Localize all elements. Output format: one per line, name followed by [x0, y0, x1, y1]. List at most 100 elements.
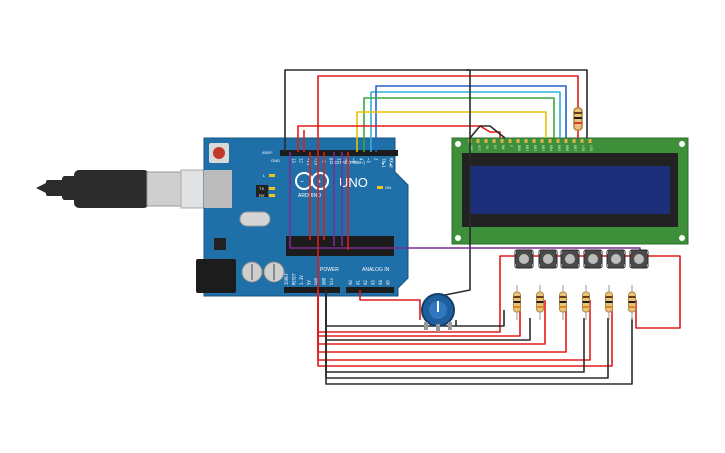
power-pin-label: GND	[322, 277, 327, 285]
usb-cable-icon[interactable]	[36, 169, 224, 209]
resistor-icon	[582, 285, 590, 320]
digital-pin-label: RX◀0	[389, 158, 394, 168]
push-button-icon[interactable]	[583, 249, 603, 269]
lcd-pin-label: DB4	[549, 145, 553, 151]
aref-label: AREF	[262, 150, 273, 155]
lcd-pin[interactable]	[524, 139, 528, 143]
wire-green[interactable]	[363, 97, 555, 152]
push-button-icon[interactable]	[538, 249, 558, 269]
digital-pin-label: TX▶1	[381, 158, 386, 168]
lcd-pin[interactable]	[516, 139, 520, 143]
wire-red-bottom-1[interactable]	[317, 290, 521, 337]
digital-pin-label: ~3	[366, 158, 371, 163]
lcd-pin-label: RS	[493, 145, 497, 149]
power-pin-label: Vin	[329, 277, 334, 285]
resistor-row	[513, 285, 636, 320]
lcd-pin-label: LED	[581, 145, 585, 151]
power-pin-label: RESET	[292, 272, 297, 285]
lcd-pin-label: DB0	[517, 145, 521, 151]
wire-yellow[interactable]	[356, 111, 547, 152]
lcd-pin[interactable]	[540, 139, 544, 143]
analog-pin-label: A2	[363, 280, 368, 285]
digital-pin-label: 13	[291, 158, 296, 163]
crystal	[239, 211, 271, 227]
reset-button-cap[interactable]	[213, 147, 225, 159]
analog-label: ANALOG IN	[362, 267, 390, 273]
wire-red-top[interactable]	[317, 75, 579, 290]
lcd-pin[interactable]	[588, 139, 592, 143]
mount-hole	[455, 235, 461, 241]
lcd-pin[interactable]	[500, 139, 504, 143]
resistor-icon	[513, 285, 521, 320]
lcd-pin[interactable]	[476, 139, 480, 143]
power-pin-label: 5V	[307, 280, 312, 285]
l-label: L	[263, 173, 266, 178]
mount-hole	[679, 235, 685, 241]
lcd-pin[interactable]	[580, 139, 584, 143]
gnd-label: GND	[271, 158, 280, 163]
digital-pin-label: 2	[374, 158, 379, 161]
lcd-pin[interactable]	[572, 139, 576, 143]
resistor-icon	[573, 107, 583, 131]
power-label: POWER	[320, 267, 339, 273]
regulator	[214, 238, 226, 250]
potentiometer-icon[interactable]	[421, 293, 455, 332]
wire-cyan[interactable]	[375, 85, 567, 152]
analog-header[interactable]	[346, 287, 394, 293]
push-button-icon[interactable]	[560, 249, 580, 269]
power-pin-label: 3.3V	[299, 275, 304, 285]
mount-hole	[679, 141, 685, 147]
lcd-pin[interactable]	[564, 139, 568, 143]
wire-black-bottom-5[interactable]	[325, 290, 531, 341]
power-jack	[196, 259, 236, 293]
lcd-pin-label: V0	[485, 145, 489, 149]
wire-red-bottom-5[interactable]	[317, 290, 613, 367]
lcd-pin[interactable]	[484, 139, 488, 143]
analog-pin-label: A3	[371, 280, 376, 285]
atmega-chip	[286, 236, 394, 256]
wire-black-lcd[interactable]	[469, 125, 506, 139]
digital-pin-label: 8	[329, 158, 334, 161]
digital-pin-label: ~11	[306, 158, 311, 166]
svg-text:−: −	[300, 179, 304, 186]
wire-red-pot[interactable]	[359, 290, 421, 320]
lcd-pin[interactable]	[532, 139, 536, 143]
svg-text:+: +	[317, 179, 321, 186]
resistor-icon	[559, 285, 567, 320]
lcd-pin-label: RW	[501, 145, 505, 150]
tx-label: TX	[259, 186, 264, 191]
board-model: UNO	[339, 175, 368, 190]
lcd-pin[interactable]	[556, 139, 560, 143]
push-button-icon[interactable]	[514, 249, 534, 269]
analog-pin-label: A0	[348, 280, 353, 285]
lcd-pin[interactable]	[508, 139, 512, 143]
led-on	[377, 186, 383, 189]
wire-black-right[interactable]	[439, 69, 471, 297]
digital-pin-label: 4	[359, 158, 364, 161]
wire-red-bottom-4[interactable]	[317, 290, 591, 361]
push-button-icon[interactable]	[629, 249, 649, 269]
push-button-icon[interactable]	[606, 249, 626, 269]
lcd-pin-label: E	[509, 145, 513, 147]
wire-black-top[interactable]	[284, 69, 588, 152]
digital-pin-label: ~10	[314, 158, 319, 166]
digital-pin-label: ~5	[351, 158, 356, 163]
lcd-pin-label: GND	[469, 145, 473, 151]
power-header[interactable]	[284, 287, 340, 293]
lcd-pin-label: DB7	[573, 145, 577, 151]
digital-pin-label: 12	[299, 158, 304, 163]
digital-header[interactable]	[280, 150, 398, 156]
lcd-pin[interactable]	[548, 139, 552, 143]
wire-blue[interactable]	[370, 91, 561, 152]
analog-pin-label: A5	[386, 280, 391, 285]
push-button-row[interactable]	[514, 249, 649, 269]
lcd-pin[interactable]	[492, 139, 496, 143]
lcd-pin-label: LED	[589, 145, 593, 151]
resistor-icon	[536, 285, 544, 320]
